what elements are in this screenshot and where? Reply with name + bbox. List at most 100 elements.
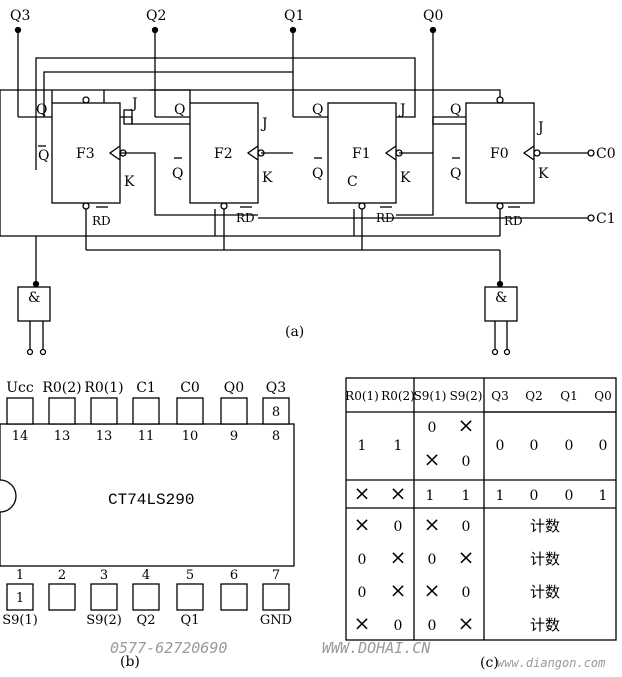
table-cell: 0 (428, 420, 437, 436)
bottom-pin-number: 1 (16, 568, 24, 583)
rd-bubble-f2 (220, 202, 228, 210)
wire-f3-j (120, 116, 190, 125)
top-pin-number: 11 (138, 429, 155, 444)
output-label-q3: Q3 (10, 8, 30, 24)
f1-j-label: J (398, 102, 406, 118)
output-label-q0: Q0 (423, 8, 443, 24)
bottom-pin-5 (220, 583, 248, 611)
table-cell: 1 (496, 488, 505, 504)
clock-input-c1: C1 (596, 211, 616, 227)
caption-c: (c) (480, 655, 499, 671)
bottom-pin-6 (262, 583, 290, 611)
caption-b: (b) (120, 654, 140, 670)
table-header: S9(1) (414, 389, 447, 403)
f2-qbar-label: Q (172, 166, 183, 182)
bottom-pin-number: 5 (186, 568, 194, 583)
table-cell: 1 (599, 488, 608, 504)
table-cell: 0 (599, 438, 608, 454)
table-mode-cell: 计数 (530, 616, 560, 634)
bottom-pin-label: Q2 (137, 613, 156, 628)
chip-name: CT74LS290 (108, 491, 194, 509)
top-pin-number: 10 (182, 429, 199, 444)
watermark-phone: 0577-62720690 (110, 639, 227, 657)
f2-rd-label: RD (236, 211, 255, 225)
table-cell: 1 (462, 488, 471, 504)
f2-k-label: K (262, 170, 273, 186)
clock-input-c0: C0 (596, 146, 616, 162)
top-pin-number: 8 (272, 429, 280, 444)
top-pin-6 (262, 397, 290, 425)
f1-qbar-label: Q (312, 166, 323, 182)
table-cell: 0 (394, 618, 403, 634)
table-mode-cell: 计数 (530, 550, 560, 568)
f2-q-label: Q (174, 102, 185, 118)
logic-diagram-labels: Q3 Q2 Q1 Q0 F3 F2 F1 F0 Q Q J K RD Q Q J… (10, 8, 616, 340)
f3-q-label: Q (36, 102, 47, 118)
table-cell: × (424, 512, 441, 536)
bottom-pin-1 (48, 583, 76, 611)
bottom-pin-box-number: 1 (16, 591, 24, 606)
table-header: Q3 (491, 389, 508, 403)
table-header: Q1 (560, 389, 577, 403)
table-cell: 1 (426, 488, 435, 504)
and-gate-right-label: & (495, 290, 507, 306)
rd-bubble-f3 (82, 202, 90, 210)
f3-j-label: J (130, 96, 138, 112)
table-header: Q2 (525, 389, 542, 403)
bottom-pin-label: GND (260, 613, 292, 628)
rd-bubble-f0 (496, 202, 504, 210)
logic-diagram (0, 26, 595, 356)
and-gate-left-label: & (28, 290, 40, 306)
top-pin-label: C1 (136, 380, 156, 396)
table-cell: 0 (428, 618, 437, 634)
table-cell: 1 (394, 438, 403, 454)
clock-triangle-f1 (384, 145, 397, 161)
table-cell: 0 (565, 438, 574, 454)
clk-bubble-f0 (533, 149, 541, 157)
wire-f0q-to-f1clk (432, 117, 466, 125)
top-pin-box-number: 8 (272, 405, 280, 420)
table-cell: × (390, 481, 407, 505)
clock-triangle-f2 (246, 145, 259, 161)
bottom-pin-label: Q1 (181, 613, 200, 628)
table-cell: 0 (358, 552, 367, 568)
bottom-pin-label: S9(2) (86, 613, 122, 628)
table-header: S9(2) (450, 389, 483, 403)
top-pin-label: Ucc (6, 380, 34, 396)
table-cell: × (458, 545, 475, 569)
table-header: Q0 (594, 389, 611, 403)
wire-feedback-2 (43, 71, 293, 117)
wire-left-frame (0, 89, 52, 237)
clock-triangle-f3 (108, 145, 121, 161)
table-cell: 0 (462, 519, 471, 535)
table-cell: × (390, 578, 407, 602)
clock-triangle-f0 (522, 145, 535, 161)
wire-f0-to-f1clk (396, 152, 434, 216)
table-cell: × (354, 512, 371, 536)
f1-q-label: Q (312, 102, 323, 118)
table-cell: 0 (462, 585, 471, 601)
table-cell: 0 (358, 585, 367, 601)
top-pin-number: 9 (230, 429, 238, 444)
top-pin-number: 14 (12, 429, 29, 444)
output-label-q1: Q1 (284, 8, 304, 24)
table-cell: 0 (462, 454, 471, 470)
top-pin-1 (48, 397, 76, 425)
caption-a: (a) (285, 324, 304, 340)
table-header: R0(2) (381, 389, 415, 403)
function-table (345, 377, 617, 641)
top-pin-label: C0 (180, 380, 200, 396)
watermark-site2: www.diangon.com (497, 656, 605, 670)
bottom-pin-number: 7 (272, 568, 280, 583)
table-cell: × (354, 481, 371, 505)
table-cell: 0 (496, 438, 505, 454)
top-pin-5 (220, 397, 248, 425)
f0-set-bubble (496, 96, 504, 104)
top-pin-3 (132, 397, 160, 425)
top-pin-0 (6, 397, 34, 425)
